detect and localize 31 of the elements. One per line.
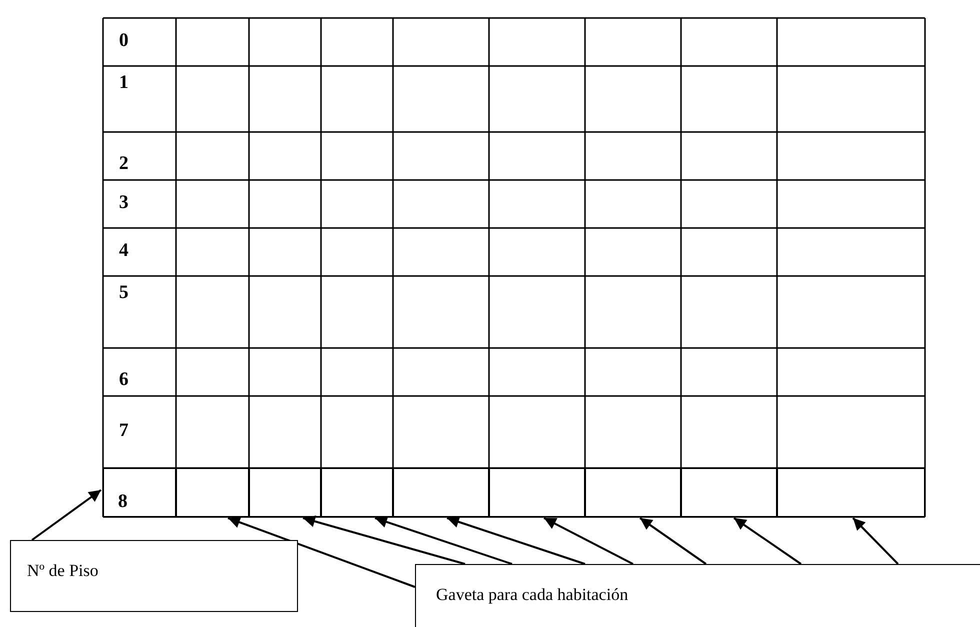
floor-number: 7 [119,420,128,442]
room-cell [176,468,249,517]
leader-line [852,517,899,565]
leader-line [446,516,586,565]
leader-line [228,516,416,588]
floor-number: 4 [119,240,128,262]
room-cell [321,468,393,517]
text-box [415,564,980,627]
room-cell [249,468,321,517]
leader-line [374,516,512,565]
floor-number: 3 [119,192,128,214]
leader-line [639,517,707,565]
box-label: Nº de Piso [27,561,98,581]
leader-line [302,516,466,565]
room-cell [681,468,777,517]
floor-number: 5 [119,282,128,304]
room-cell [489,468,585,517]
leader-line [733,517,802,565]
text-box [10,540,298,612]
leader-line [31,489,102,541]
room-cell [393,468,489,517]
room-cell [585,468,681,517]
leader-line [544,517,634,565]
floor-number: 8 [118,491,128,513]
floor-number: 0 [119,30,128,52]
room-cell [777,468,925,517]
floor-number: 1 [119,72,128,94]
box-label: Gaveta para cada habitación [436,585,628,605]
floor-number: 2 [119,153,128,175]
floor-number-cell [103,468,176,517]
floor-number: 6 [119,369,128,391]
